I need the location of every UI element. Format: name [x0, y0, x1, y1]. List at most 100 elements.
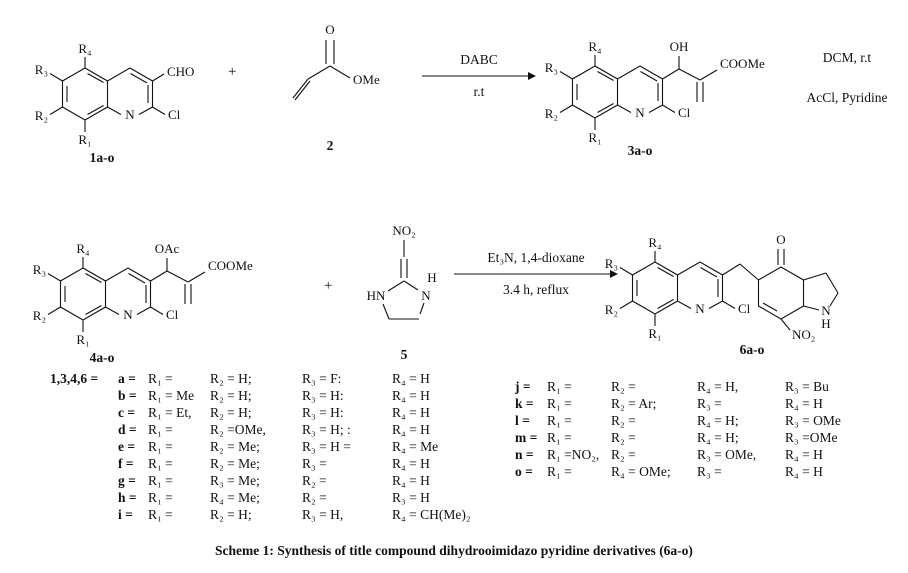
entry-label: c =	[118, 405, 136, 420]
substituent-table-right: j = R₁ = R₂ = R₄ = H, R₃ = Bu k = R₁ = R…	[515, 378, 885, 480]
substituent-col-2: R₄ = OMe;	[611, 464, 671, 479]
compound-label-4a-o: 4a-o	[89, 350, 115, 365]
substituent-col-1: R₁ =	[547, 464, 572, 479]
substituent-col-2: R₂ = H;	[210, 388, 252, 403]
compound-label-6a-o: 6a-o	[739, 342, 765, 357]
substituent-col-3: R₃ = F:	[302, 371, 342, 386]
structure-5: NO₂ H N HN	[367, 223, 437, 320]
substituent-col-3: R₄ = H,	[697, 379, 739, 394]
ketone-o-label: O	[776, 232, 785, 247]
entry-label: d =	[118, 422, 137, 437]
nh-h-label: H	[821, 316, 830, 331]
ring-n-label: N	[421, 288, 431, 303]
substituent-col-3: R₃ = H,	[302, 507, 344, 522]
substituent-row: d = R₁ = R₂ =OMe, R₃ = H; : R₄ = H	[118, 421, 522, 438]
substituent-col-2: R₂ =	[611, 430, 636, 445]
substituent-col-3: R₃ = OMe,	[697, 447, 757, 462]
reagent-above-arrow: Et₃N, 1,4-dioxane	[487, 250, 585, 265]
hn-label: HN	[367, 288, 386, 303]
substituent-col-2: R₄ = Me;	[210, 490, 260, 505]
no2-label: NO₂	[392, 223, 415, 238]
substituent-col-1: R₁ =	[148, 439, 173, 454]
ring-n-label: N	[821, 303, 831, 318]
substituent-table-left: a = R₁ = R₂ = H; R₃ = F: R₄ = H b = R₁ =…	[118, 370, 522, 523]
substituent-col-4: R₄ = H	[392, 388, 430, 403]
substituent-col-1: R₁ =	[148, 490, 173, 505]
entry-label: j =	[515, 379, 531, 394]
substituent-col-2: R₂ = Ar;	[611, 396, 657, 411]
entry-label: m =	[515, 430, 538, 445]
coome-label: COOMe	[208, 258, 253, 273]
substituent-col-3: R₄ = H;	[697, 413, 739, 428]
substituent-col-4: R₄ = H	[785, 464, 823, 479]
substituent-row: f = R₁ = R₂ = Me; R₃ = R₄ = H	[118, 455, 522, 472]
entry-label: a =	[118, 371, 136, 386]
entry-label: g =	[118, 473, 136, 488]
arrow-right-icon	[454, 270, 618, 278]
substituent-col-1: R₁ =	[148, 422, 173, 437]
substituent-col-1: R₁ =	[148, 473, 173, 488]
condition-below-arrow: 3.4 h, reflux	[503, 282, 569, 297]
entry-label: o =	[515, 464, 533, 479]
substituent-col-2: R₂ = H;	[210, 405, 252, 420]
substituent-row: e = R₁ = R₂ = Me; R₃ = H = R₄ = Me	[118, 438, 522, 455]
substituent-row: m = R₁ = R₂ = R₄ = H; R₃ =OMe	[515, 429, 885, 446]
substituent-col-4: R₄ = H	[392, 405, 430, 420]
substituent-col-1: R₁ =	[148, 456, 173, 471]
substituent-col-1: R₁ =	[547, 430, 572, 445]
substituent-col-2: R₂ =	[611, 379, 636, 394]
substituent-col-4: R₄ = H	[392, 456, 430, 471]
coome-label: COOMe	[720, 56, 765, 71]
structure-3a-o: OH COOMe	[544, 38, 765, 146]
carbonyl-o-label: O	[325, 22, 334, 37]
substituent-col-1: R₁ = Me	[148, 388, 195, 403]
structure-6a-o: O N H NO₂	[604, 232, 839, 342]
substituent-col-4: R₃ = Bu	[785, 379, 829, 394]
substituent-col-4: R₄ = H	[392, 371, 430, 386]
substituent-col-1: R₁ =	[547, 413, 572, 428]
nh-h-label: H	[427, 270, 436, 285]
substituent-col-4: R₄ = CH(Me)₂	[392, 507, 471, 522]
substituent-col-1: R₁ =	[148, 371, 173, 386]
entry-label: b =	[118, 388, 137, 403]
substituent-row: b = R₁ = Me R₂ = H; R₃ = H: R₄ = H	[118, 387, 522, 404]
entry-label: i =	[118, 507, 133, 522]
substituent-col-1: R₁ =	[148, 507, 173, 522]
substituent-col-1: R₁ =	[547, 379, 572, 394]
substituent-col-4: R₃ =OMe	[785, 430, 838, 445]
substituent-row: j = R₁ = R₂ = R₄ = H, R₃ = Bu	[515, 378, 885, 395]
oac-label: OAc	[155, 241, 180, 256]
substituent-col-2: R₂ =	[611, 413, 636, 428]
substituent-row: i = R₁ = R₂ = H; R₃ = H, R₄ = CH(Me)₂	[118, 506, 522, 523]
condition-line-1: DCM, r.t	[822, 50, 872, 65]
substituent-row: h = R₁ = R₄ = Me; R₂ = R₃ = H	[118, 489, 522, 506]
substituent-col-3: R₃ =	[697, 464, 722, 479]
compound-label-3a-o: 3a-o	[627, 143, 653, 158]
step-2-conditions: DCM, r.t AcCl, Pyridine	[788, 50, 906, 106]
substituent-row: n = R₁ =NO₂, R₂ = R₃ = OMe, R₄ = H	[515, 446, 885, 463]
substituent-row: o = R₁ = R₄ = OMe; R₃ = R₄ = H	[515, 463, 885, 480]
substituent-col-1: R₁ =NO₂,	[547, 447, 600, 462]
substituent-col-3: R₃ =	[697, 396, 722, 411]
plus-sign: +	[228, 64, 237, 80]
substituent-col-4: R₄ = Me	[392, 439, 439, 454]
substituent-row: k = R₁ = R₂ = Ar; R₃ = R₄ = H	[515, 395, 885, 412]
substituent-col-2: R₂ = H;	[210, 371, 252, 386]
substituent-col-3: R₃ = H:	[302, 388, 344, 403]
reagent-above-arrow: DABC	[460, 52, 498, 67]
plus-sign: +	[324, 278, 333, 294]
entry-label: n =	[515, 447, 534, 462]
substituent-row: g = R₁ = R₃ = Me; R₂ = R₄ = H	[118, 472, 522, 489]
substituent-col-2: R₂ = Me;	[210, 456, 260, 471]
bonds	[722, 249, 839, 331]
entry-label: k =	[515, 396, 534, 411]
scheme-caption: Scheme 1: Synthesis of title compound di…	[215, 543, 693, 558]
reaction-step-3: Et₃N, 1,4-dioxane 3.4 h, reflux	[452, 250, 620, 298]
substituent-col-4: R₄ = H	[785, 447, 823, 462]
bonds	[292, 40, 351, 101]
condition-below-arrow: r.t	[473, 84, 485, 99]
bonds	[150, 258, 206, 304]
compound-label-5: 5	[400, 347, 408, 362]
substituent-col-4: R₃ = OMe	[785, 413, 841, 428]
